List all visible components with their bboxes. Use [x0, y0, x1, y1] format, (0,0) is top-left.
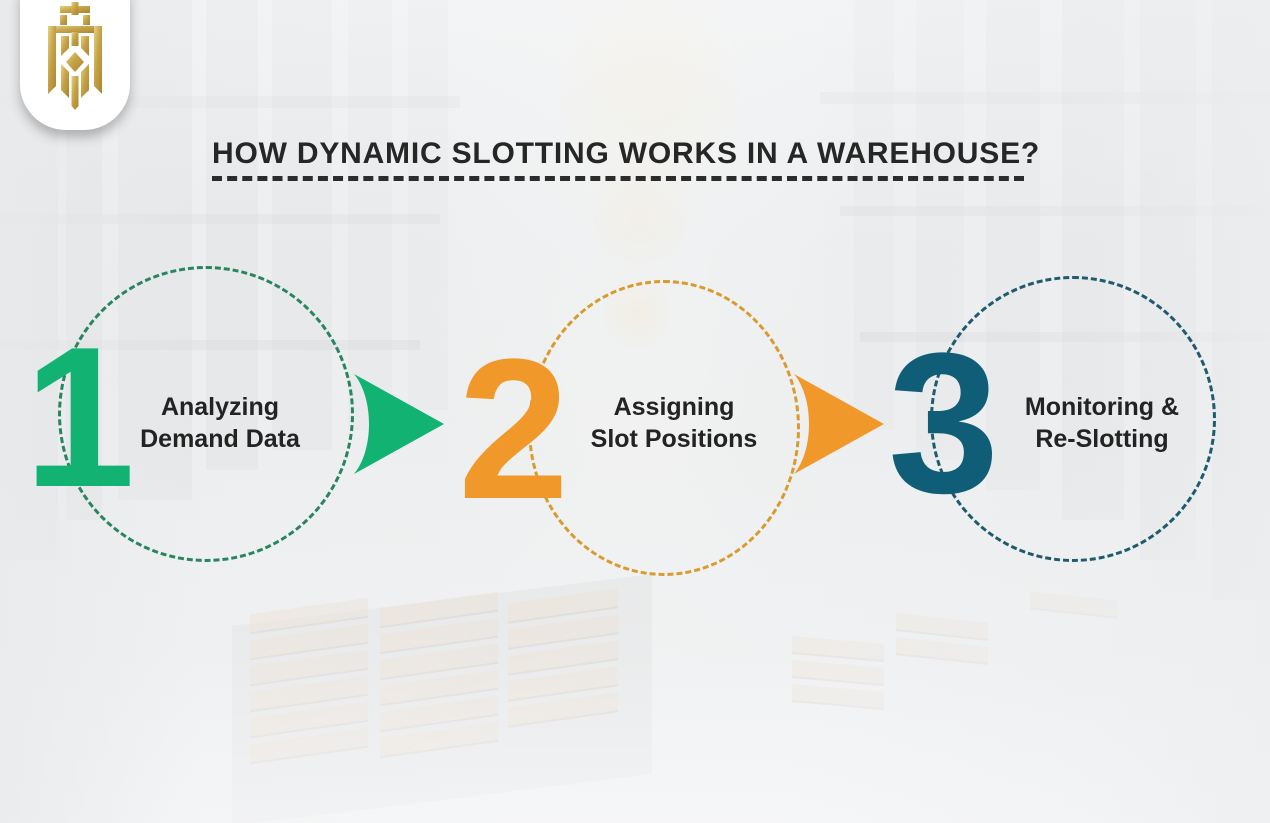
step-1-dashed-ring [58, 266, 354, 562]
logo-badge[interactable] [20, 0, 130, 130]
gold-crown-shield-emblem-icon [48, 2, 102, 110]
step-2-dashed-ring [528, 280, 800, 576]
step-3-label: Monitoring & Re-Slotting [1024, 393, 1180, 453]
title-block: HOW DYNAMIC SLOTTING WORKS IN A WAREHOUS… [212, 137, 1040, 181]
step-2-label: Assigning Slot Positions [590, 393, 758, 453]
arrow-step1-to-step2-icon [354, 374, 444, 474]
step-2-number: 2 [458, 318, 570, 541]
step-3-number: 3 [888, 312, 1000, 535]
step-1-label: Analyzing Demand Data [140, 393, 300, 453]
step-3-dashed-ring [930, 276, 1216, 562]
page-title: HOW DYNAMIC SLOTTING WORKS IN A WAREHOUS… [212, 137, 1041, 170]
step-1-number: 1 [24, 306, 136, 529]
title-dashed-rule [212, 176, 1024, 181]
arrow-step2-to-step3-icon [794, 374, 884, 474]
